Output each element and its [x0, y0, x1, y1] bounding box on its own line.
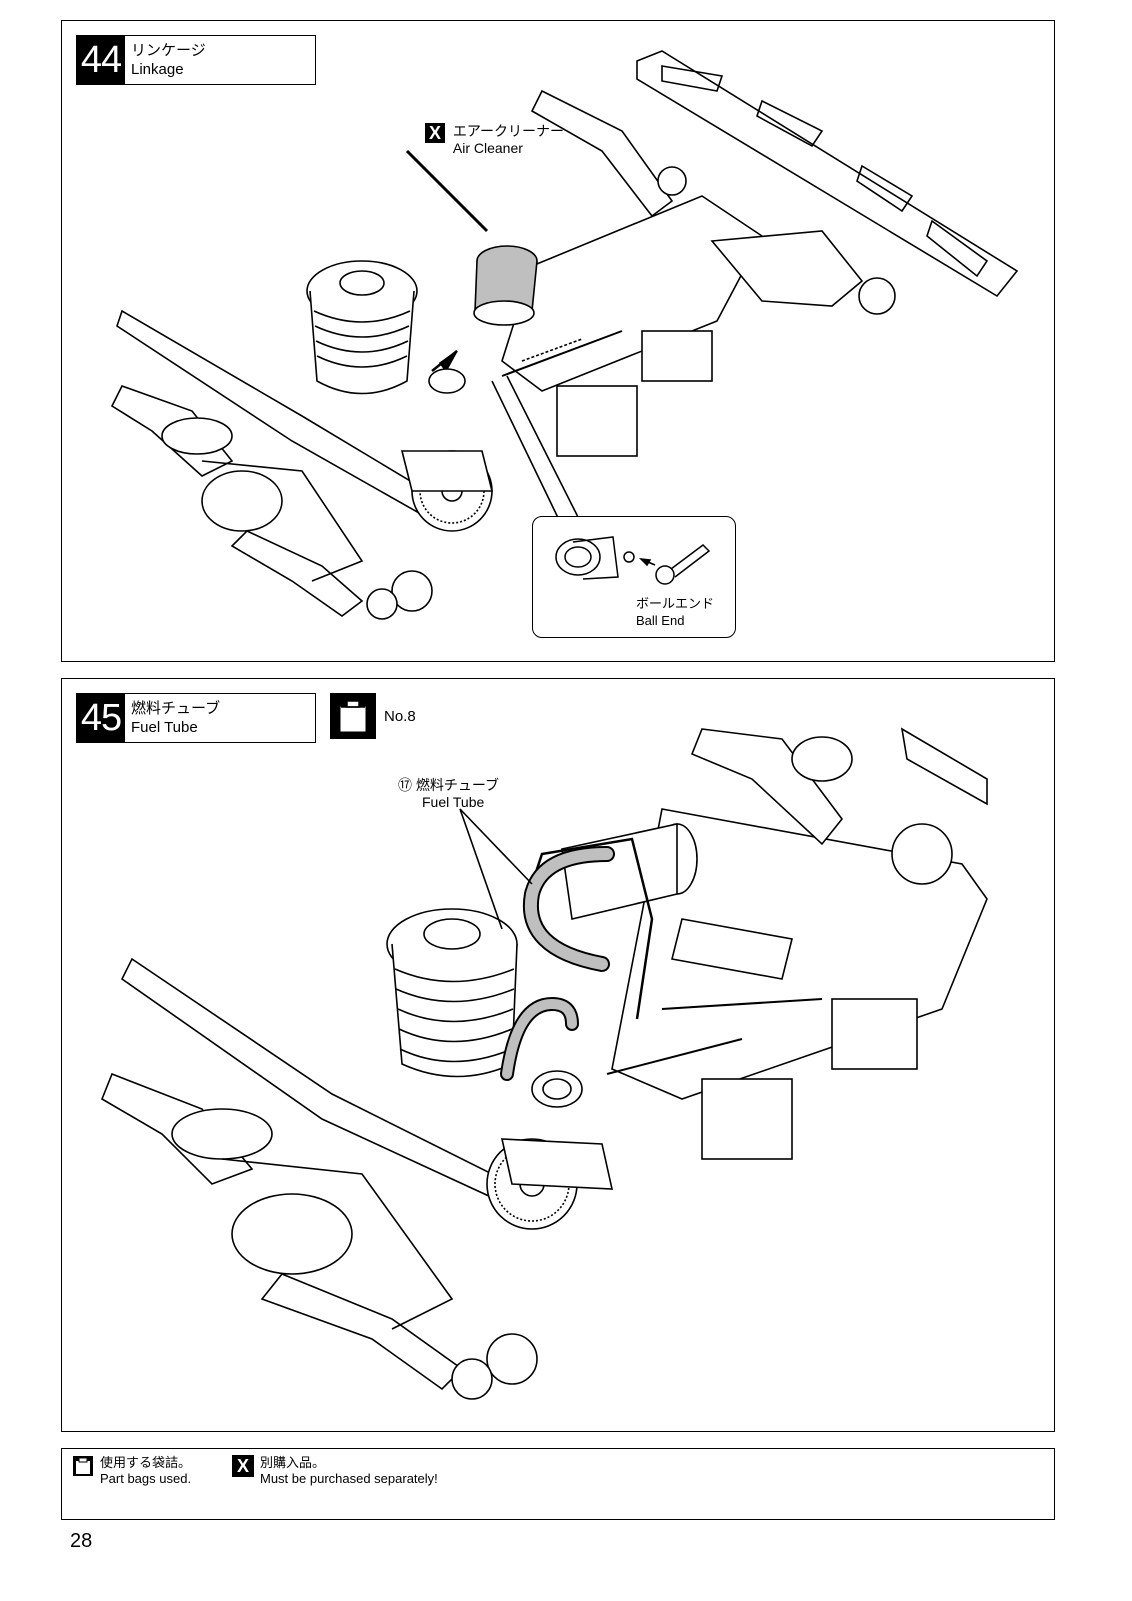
ball-end-detail-inset: ボールエンド Ball End — [532, 516, 736, 638]
step-45-panel: 45 燃料チューブ Fuel Tube No.8 — [61, 678, 1055, 1432]
air-cleaner-label-jp: エアークリーナー — [452, 123, 565, 139]
legend-bag-jp: 使用する袋詰。 — [100, 1455, 192, 1470]
fuel-tube-label-en: Fuel Tube — [422, 794, 485, 810]
ball-end-label-en: Ball End — [636, 613, 685, 628]
step-45-header: 45 燃料チューブ Fuel Tube — [76, 693, 316, 743]
legend-sep-en: Must be purchased separately! — [260, 1471, 438, 1486]
legend-bag-en: Part bags used. — [100, 1471, 192, 1486]
fuel-tube-callout: ⑰ 燃料チューブ Fuel Tube — [398, 777, 499, 811]
step-title-jp: 燃料チューブ — [131, 700, 221, 717]
purchase-separately-icon: X — [425, 123, 445, 143]
ball-end-label-jp: ボールエンド — [636, 596, 715, 611]
step-44-header: 44 リンケージ Linkage — [76, 35, 316, 85]
step-number: 44 — [77, 36, 125, 84]
legend-part-bag: 使用する袋詰。 Part bags used. — [72, 1455, 191, 1487]
legend-sep-jp: 別購入品。 — [260, 1455, 326, 1470]
fuel-tube-label-jp: 燃料チューブ — [415, 777, 500, 793]
step-44-panel: 44 リンケージ Linkage — [61, 20, 1055, 662]
part-bag-icon — [73, 1456, 93, 1476]
ball-end-detail-illustration — [555, 536, 711, 585]
step-title-en: Fuel Tube — [131, 719, 198, 736]
step-number: 45 — [77, 694, 125, 742]
step-title-jp: リンケージ — [131, 42, 206, 59]
page-number: 28 — [70, 1530, 93, 1552]
legend-panel: 使用する袋詰。 Part bags used. X 別購入品。 Must be … — [61, 1448, 1055, 1520]
part-bag-icon — [330, 693, 376, 739]
step-title-en: Linkage — [131, 61, 184, 78]
part-bag-number: No.8 — [384, 707, 416, 725]
legend-separately-purchased: X 別購入品。 Must be purchased separately! — [232, 1455, 438, 1487]
fuel-tube-chassis-illustration — [101, 727, 988, 1400]
linkage-chassis-illustration — [110, 50, 1019, 620]
part-bag-badge: No.8 — [330, 693, 416, 739]
air-cleaner-label-en: Air Cleaner — [452, 140, 523, 156]
part-number: ⑰ — [398, 777, 412, 793]
purchase-separately-icon: X — [232, 1455, 254, 1477]
air-cleaner-callout: X エアークリーナー Air Cleaner — [425, 123, 564, 157]
